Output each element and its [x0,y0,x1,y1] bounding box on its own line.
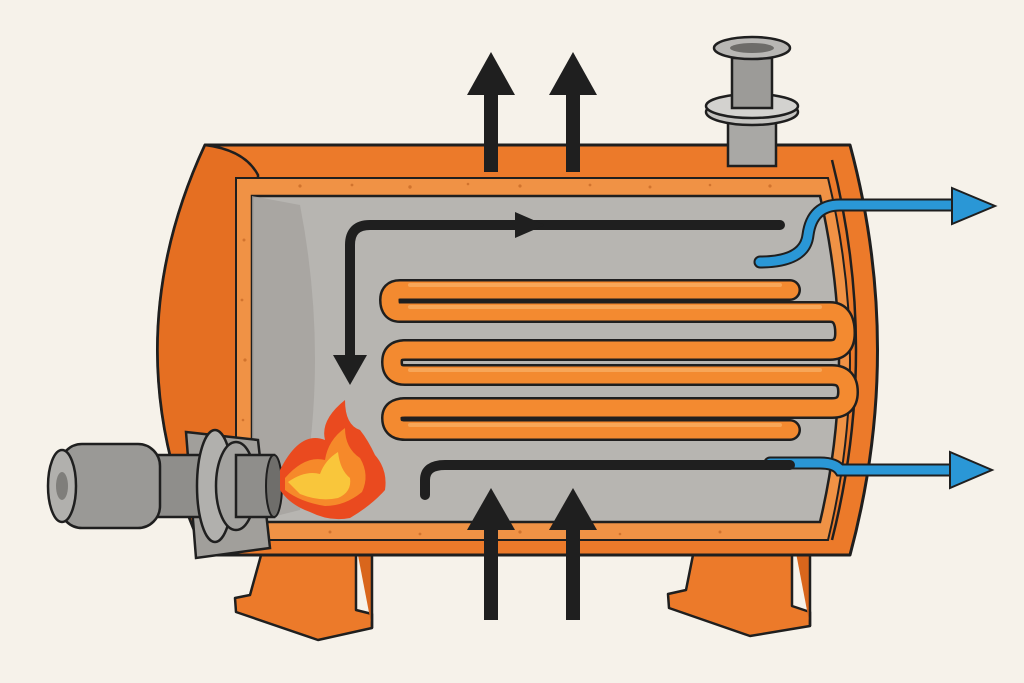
arrow-icon [549,488,597,530]
arrow-icon [467,52,515,95]
gas-flow-bottom [420,460,795,500]
arrow-icon [333,355,367,385]
fluid-outlet-line [753,186,998,269]
burner-icon [46,428,283,560]
arrow-icon [515,212,545,238]
air-intake [467,488,597,620]
flame-icon [280,400,386,520]
fluid-inlet-line [763,450,995,490]
flue-gas-exit [467,52,597,172]
gas-flow-top [333,212,785,385]
arrow-icon [467,488,515,530]
arrow-icon [549,52,597,95]
vent-pipe-icon [704,35,800,168]
arrow-icon [951,186,998,226]
heating-coil [378,279,860,441]
arrow-icon [949,450,995,490]
